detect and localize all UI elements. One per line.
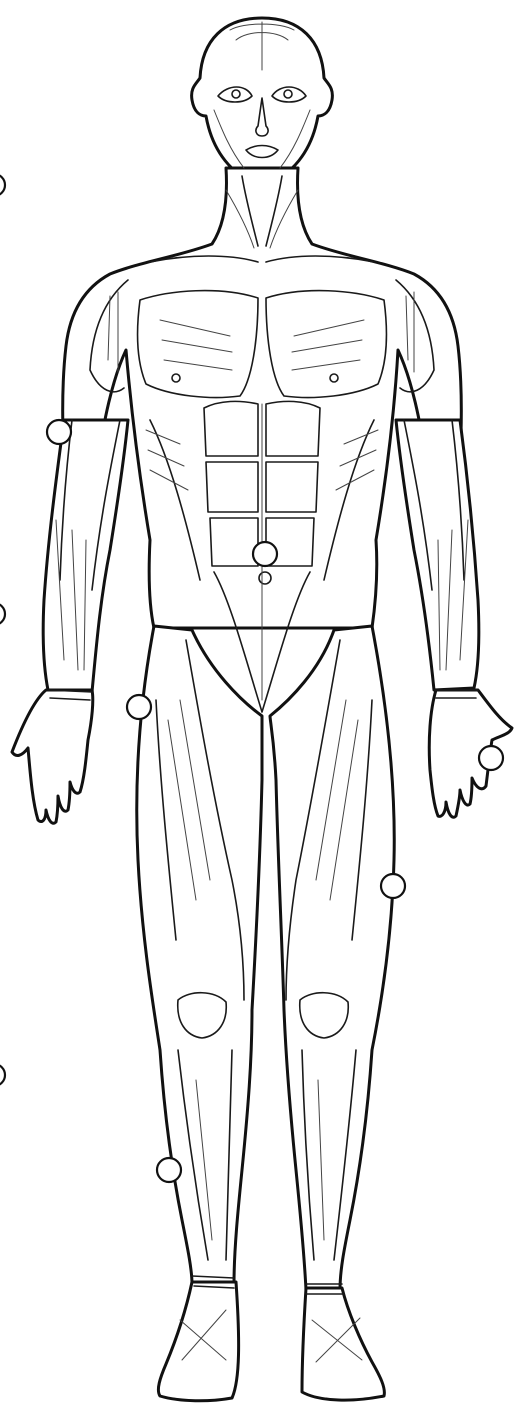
right-leg bbox=[270, 626, 394, 1290]
left-hand bbox=[12, 690, 93, 823]
label-marker-left-forearm[interactable] bbox=[47, 420, 71, 444]
edge-mark-lower bbox=[0, 1064, 5, 1086]
edge-mark-upper bbox=[0, 174, 5, 196]
label-marker-left-hip[interactable] bbox=[127, 695, 151, 719]
label-marker-abdomen[interactable] bbox=[253, 542, 277, 566]
edge-marks bbox=[0, 174, 5, 1086]
right-foot bbox=[302, 1288, 384, 1400]
label-marker-right-hand[interactable] bbox=[479, 746, 503, 770]
label-marker-left-shin[interactable] bbox=[157, 1158, 181, 1182]
label-marker-right-thigh[interactable] bbox=[381, 874, 405, 898]
edge-mark-middle bbox=[0, 603, 5, 625]
left-leg bbox=[137, 626, 262, 1284]
